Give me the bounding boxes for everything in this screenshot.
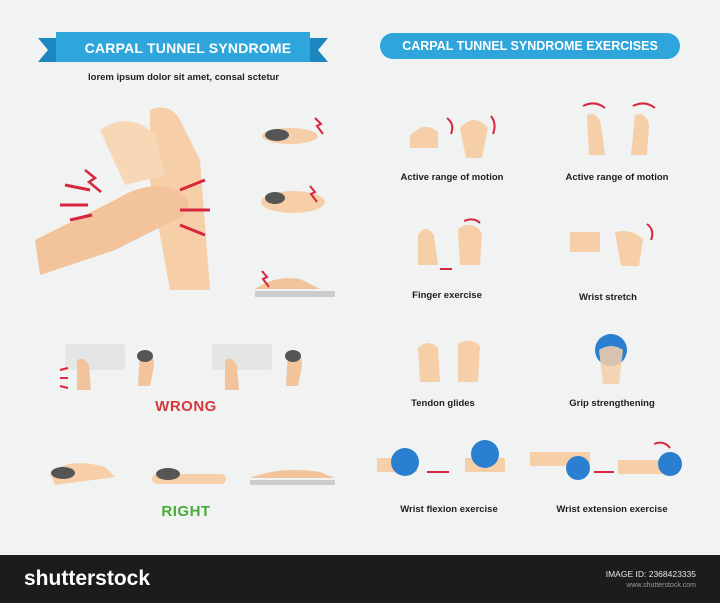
wrist-extension-illustration: [530, 441, 682, 480]
hand-pain-icon: [261, 185, 325, 213]
keyboard-pain-icon: [255, 270, 335, 297]
exercise-label-tendon-glides: Tendon glides: [411, 398, 475, 409]
mouse-pain-icon: [262, 117, 324, 144]
wrist-flexion-illustration: [377, 440, 505, 476]
exercise-label-finger: Finger exercise: [412, 290, 482, 301]
exercise-label-grip: Grip strengthening: [569, 398, 655, 409]
exercise-label-wrist-stretch: Wrist stretch: [579, 292, 637, 303]
page-title: CARPAL TUNNEL SYNDROME: [84, 40, 292, 56]
infographic-poster: CARPAL TUNNEL SYNDROME lorem ipsum dolor…: [35, 32, 682, 520]
exercises-header: CARPAL TUNNEL SYNDROME EXERCISES: [380, 33, 680, 59]
exercise-label-active-motion-2: Active range of motion: [565, 172, 669, 183]
brand-logo: shutterstock: [24, 567, 151, 590]
exercise-label-wrist-flexion: Wrist flexion exercise: [400, 504, 498, 515]
image-id-text: IMAGE ID: 2368423335: [605, 569, 696, 579]
active-motion-1-illustration: [410, 115, 496, 158]
neutral-posture-keyboard: [212, 344, 302, 390]
wrong-posture-keyboard: [59, 344, 154, 390]
tendon-glides-illustration: [418, 340, 480, 382]
exercise-label-wrist-extension: Wrist extension exercise: [556, 504, 668, 515]
wrong-label: WRONG: [155, 398, 217, 415]
right-label: RIGHT: [161, 503, 211, 520]
grip-strengthening-illustration: [595, 334, 627, 384]
exercise-label-active-motion-1: Active range of motion: [400, 172, 504, 183]
right-posture-keyboard: [250, 470, 335, 485]
right-posture-mouse: [50, 463, 115, 485]
title-ribbon: CARPAL TUNNEL SYNDROME: [38, 32, 328, 68]
active-motion-2-illustration: [582, 102, 656, 155]
finger-exercise-illustration: [418, 218, 482, 270]
footer-bar: shutterstock IMAGE ID: 2368423335 www.sh…: [0, 555, 720, 603]
subtitle-text: lorem ipsum dolor sit amet, consal sctet…: [88, 72, 280, 83]
right-posture-hand: [152, 468, 226, 484]
image-url-text: www.shutterstock.com: [626, 582, 696, 589]
wrist-pain-illustration: [35, 107, 210, 291]
wrist-stretch-illustration: [570, 223, 654, 266]
